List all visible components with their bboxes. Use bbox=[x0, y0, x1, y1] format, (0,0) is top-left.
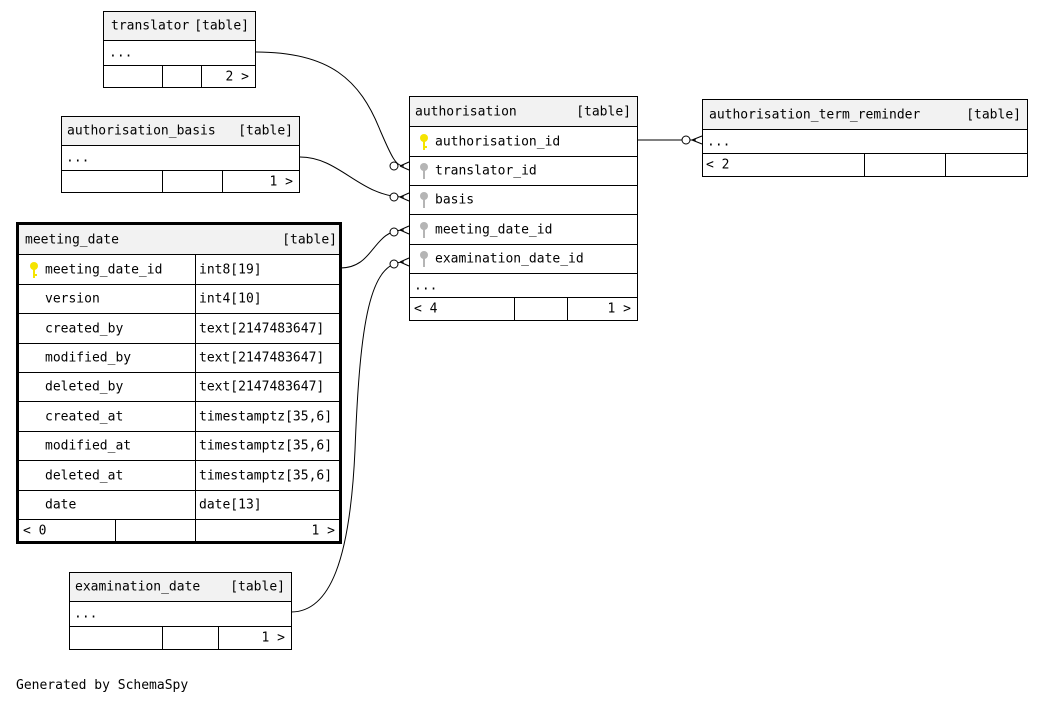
column-name: deleted_at bbox=[45, 468, 124, 483]
edge-authorisation-basis bbox=[299, 156, 405, 198]
ellipsis-text: ... bbox=[414, 278, 438, 293]
foreign-key-icon bbox=[420, 163, 428, 179]
ellipsis-row: ... bbox=[62, 145, 299, 170]
children-count[interactable]: 1 > bbox=[607, 301, 631, 317]
table-header: authorisation_term_reminder [table] bbox=[703, 100, 1027, 129]
table-meeting-date[interactable]: meeting_date [table] meeting_date_id int… bbox=[16, 222, 342, 544]
column-row[interactable]: modified_by text[2147483647] bbox=[19, 343, 339, 372]
table-name: authorisation_term_reminder bbox=[709, 107, 921, 122]
table-header: examination_date [table] bbox=[70, 573, 291, 601]
column-type: int8[19] bbox=[199, 262, 262, 277]
ellipsis-text: ... bbox=[707, 134, 731, 149]
column-row[interactable]: translator_id bbox=[410, 156, 637, 185]
table-type-tag: [table] bbox=[230, 579, 285, 595]
nav-row: < 2 bbox=[703, 153, 1027, 176]
children-count[interactable]: 1 > bbox=[261, 630, 285, 646]
column-name: created_at bbox=[45, 409, 124, 424]
table-header: translator [table] bbox=[104, 12, 255, 40]
children-count[interactable]: 1 > bbox=[311, 523, 335, 538]
table-type-tag: [table] bbox=[576, 104, 631, 119]
edge-translator bbox=[255, 51, 405, 167]
column-row[interactable]: created_at timestamptz[35,6] bbox=[19, 401, 339, 431]
ellipsis-row: ... bbox=[70, 601, 291, 626]
ellipsis-row: ... bbox=[703, 129, 1027, 153]
nav-row: 1 > bbox=[62, 170, 299, 192]
column-name: meeting_date_id bbox=[45, 262, 163, 277]
table-type-tag: [table] bbox=[238, 123, 293, 139]
primary-key-icon bbox=[420, 133, 428, 150]
column-row[interactable]: meeting_date_id bbox=[410, 214, 637, 244]
nav-row: 2 > bbox=[104, 65, 255, 87]
column-row[interactable]: authorisation_id bbox=[410, 126, 637, 156]
parents-count[interactable]: < 2 bbox=[706, 157, 730, 173]
column-name: meeting_date_id bbox=[435, 222, 553, 237]
nav-row: < 0 1 > bbox=[19, 519, 339, 541]
column-row[interactable]: version int4[10] bbox=[19, 284, 339, 313]
table-authorisation-basis[interactable]: authorisation_basis [table] ... 1 > bbox=[61, 116, 300, 193]
column-row[interactable]: meeting_date_id int8[19] bbox=[19, 254, 339, 284]
footer-credit: Generated by SchemaSpy bbox=[16, 678, 189, 693]
table-name: examination_date bbox=[75, 579, 201, 595]
ellipsis-text: ... bbox=[109, 45, 133, 61]
table-translator[interactable]: translator [table] ... 2 > bbox=[103, 11, 256, 88]
table-header: authorisation [table] bbox=[410, 97, 637, 126]
children-count[interactable]: 2 > bbox=[225, 69, 249, 84]
table-header: meeting_date [table] bbox=[19, 225, 339, 254]
column-type: timestamptz[35,6] bbox=[199, 438, 333, 454]
table-authorisation-term-reminder[interactable]: authorisation_term_reminder [table] ... … bbox=[702, 99, 1028, 177]
column-name: translator_id bbox=[435, 163, 537, 179]
column-type: int4[10] bbox=[199, 291, 262, 307]
primary-key-icon bbox=[30, 261, 38, 278]
ellipsis-row: ... bbox=[104, 40, 255, 65]
column-type: text[2147483647] bbox=[199, 350, 325, 366]
ellipsis-row: ... bbox=[410, 273, 637, 297]
table-type-tag: [table] bbox=[194, 18, 249, 34]
table-name: authorisation bbox=[415, 104, 517, 119]
nav-row: 1 > bbox=[70, 626, 291, 649]
parents-count[interactable]: < 4 bbox=[414, 301, 438, 317]
column-name: modified_at bbox=[45, 438, 132, 454]
column-row[interactable]: basis bbox=[410, 185, 637, 214]
column-type: timestamptz[35,6] bbox=[199, 468, 333, 483]
column-row[interactable]: date date[13] bbox=[19, 490, 339, 519]
table-type-tag: [table] bbox=[966, 107, 1021, 122]
column-row[interactable]: examination_date_id bbox=[410, 244, 637, 273]
column-name: created_by bbox=[45, 321, 124, 336]
column-type: text[2147483647] bbox=[199, 321, 325, 336]
parents-count[interactable]: < 0 bbox=[23, 523, 47, 538]
table-authorisation[interactable]: authorisation [table] authorisation_id t… bbox=[409, 96, 638, 321]
column-type: text[2147483647] bbox=[199, 379, 325, 395]
foreign-key-icon bbox=[420, 192, 428, 208]
column-row[interactable]: created_by text[2147483647] bbox=[19, 313, 339, 343]
table-name: meeting_date bbox=[25, 232, 119, 247]
ellipsis-text: ... bbox=[66, 150, 90, 166]
foreign-key-icon bbox=[420, 251, 428, 267]
foreign-key-icon bbox=[420, 221, 428, 238]
nav-row: < 4 1 > bbox=[410, 297, 637, 320]
column-name: basis bbox=[435, 192, 475, 208]
column-name: modified_by bbox=[45, 350, 132, 366]
column-name: examination_date_id bbox=[435, 251, 584, 267]
table-type-tag: [table] bbox=[282, 232, 337, 247]
column-name: date bbox=[45, 497, 77, 513]
table-name: authorisation_basis bbox=[67, 123, 216, 139]
column-name: deleted_by bbox=[45, 379, 124, 395]
column-row[interactable]: modified_at timestamptz[35,6] bbox=[19, 431, 339, 460]
children-count[interactable]: 1 > bbox=[269, 174, 293, 189]
column-type: timestamptz[35,6] bbox=[199, 409, 333, 424]
column-name: authorisation_id bbox=[435, 134, 561, 149]
table-examination-date[interactable]: examination_date [table] ... 1 > bbox=[69, 572, 292, 650]
column-row[interactable]: deleted_by text[2147483647] bbox=[19, 372, 339, 401]
table-name: translator bbox=[111, 18, 190, 34]
column-row[interactable]: deleted_at timestamptz[35,6] bbox=[19, 460, 339, 490]
ellipsis-text: ... bbox=[74, 606, 98, 622]
column-name: version bbox=[45, 291, 100, 307]
column-type: date[13] bbox=[199, 497, 262, 513]
edge-examination-date bbox=[290, 261, 405, 613]
table-header: authorisation_basis [table] bbox=[62, 117, 299, 145]
